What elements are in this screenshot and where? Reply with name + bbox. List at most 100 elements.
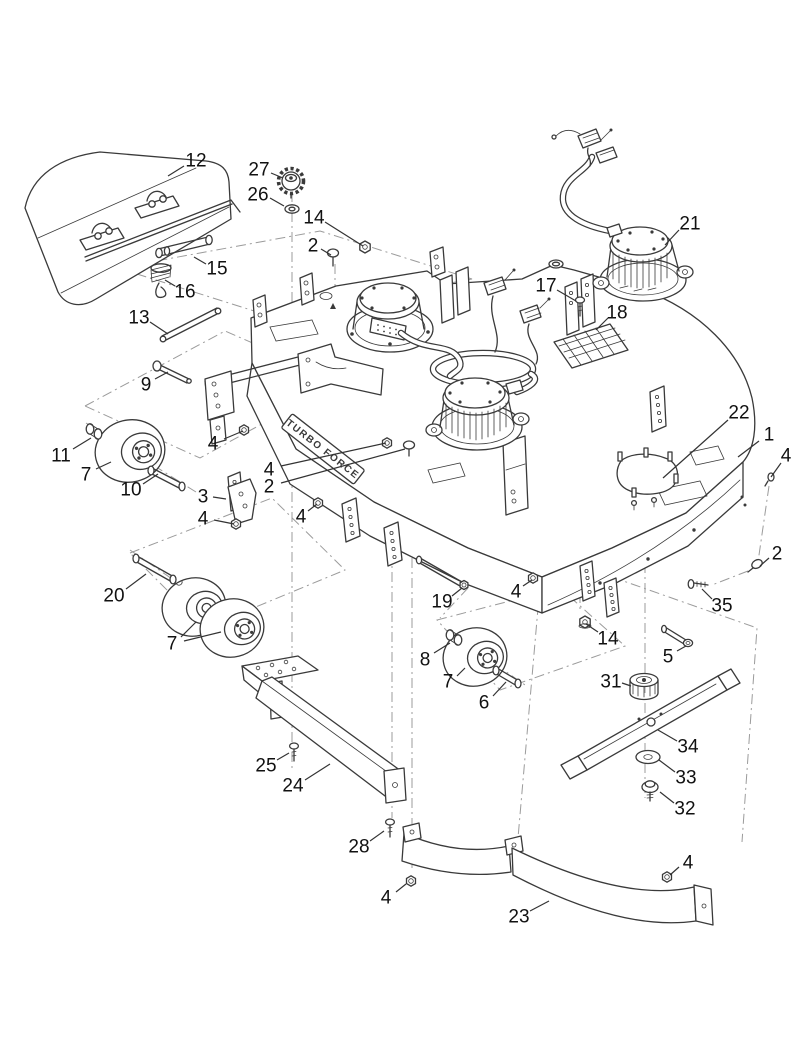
callout-21: 21 bbox=[679, 214, 700, 235]
callout-33: 33 bbox=[675, 768, 696, 789]
rods-and-spring bbox=[150, 234, 222, 384]
spindle-motors bbox=[346, 128, 694, 451]
callout-4: 4 bbox=[208, 434, 219, 455]
callout-35: 35 bbox=[711, 596, 732, 617]
harness-connectors bbox=[483, 268, 551, 365]
leader-line-26 bbox=[269, 197, 285, 207]
leader-line-12 bbox=[167, 165, 185, 177]
leader-line-22 bbox=[662, 419, 729, 479]
callout-34: 34 bbox=[677, 737, 699, 758]
callout-10: 10 bbox=[120, 480, 141, 501]
callout-4: 4 bbox=[511, 582, 522, 603]
callout-16: 16 bbox=[174, 282, 195, 303]
discharge-baffle bbox=[401, 822, 714, 926]
leader-line-3 bbox=[212, 496, 227, 500]
callout-26: 26 bbox=[247, 185, 268, 206]
callout-1: 1 bbox=[764, 425, 775, 446]
callout-17: 17 bbox=[535, 276, 556, 297]
callout-23: 23 bbox=[508, 907, 529, 928]
callout-7: 7 bbox=[81, 465, 92, 486]
callout-9: 9 bbox=[141, 375, 152, 396]
leader-line-13 bbox=[149, 321, 169, 335]
leader-line-4 bbox=[522, 579, 533, 587]
callout-7: 7 bbox=[167, 634, 178, 655]
leader-line-1 bbox=[737, 440, 760, 458]
callout-19: 19 bbox=[431, 592, 452, 613]
leader-line-2 bbox=[759, 557, 770, 567]
leader-line-4 bbox=[770, 462, 782, 478]
leader-line-20 bbox=[125, 573, 147, 590]
callout-14: 14 bbox=[597, 629, 619, 650]
callout-27: 27 bbox=[248, 160, 269, 181]
leader-line-4 bbox=[280, 442, 387, 467]
callout-8: 8 bbox=[420, 650, 431, 671]
leader-line-25 bbox=[276, 752, 290, 761]
motor-rear-left bbox=[346, 282, 434, 353]
leader-line-4 bbox=[307, 503, 318, 512]
callout-2: 2 bbox=[772, 544, 783, 565]
leader-line-15 bbox=[193, 256, 207, 265]
leader-line-4 bbox=[395, 883, 407, 893]
callout-4: 4 bbox=[381, 888, 392, 909]
callout-20: 20 bbox=[103, 586, 124, 607]
callout-12: 12 bbox=[185, 151, 206, 172]
leader-line-17 bbox=[556, 289, 577, 302]
leader-line-8 bbox=[433, 642, 451, 654]
leader-line-7 bbox=[95, 461, 112, 470]
wire-guide-bracket bbox=[616, 447, 679, 511]
leader-line-32 bbox=[659, 791, 675, 804]
leader-line-11 bbox=[72, 437, 92, 450]
leader-line-19 bbox=[451, 587, 463, 597]
leader-line-16 bbox=[164, 279, 176, 287]
leader-line-6 bbox=[492, 681, 507, 697]
callout-11: 11 bbox=[51, 446, 71, 467]
callout-2: 2 bbox=[308, 236, 319, 257]
knob-and-washer bbox=[276, 166, 306, 214]
blade-assembly bbox=[560, 668, 741, 802]
callout-28: 28 bbox=[348, 837, 369, 858]
callout-4: 4 bbox=[683, 853, 694, 874]
leader-line-18 bbox=[595, 317, 609, 331]
wheel-pair-front bbox=[199, 598, 265, 658]
corner-bracket bbox=[227, 478, 257, 525]
wheel-left bbox=[94, 419, 166, 483]
motor-exploded bbox=[551, 128, 694, 302]
leader-line-14 bbox=[324, 221, 364, 247]
leader-line-31 bbox=[621, 682, 632, 687]
callout-13: 13 bbox=[128, 308, 149, 329]
leader-line-23 bbox=[529, 900, 550, 912]
caster-wheels bbox=[85, 419, 522, 689]
leader-line-7 bbox=[183, 631, 222, 642]
leader-line-33 bbox=[658, 759, 676, 773]
callout-6: 6 bbox=[479, 693, 490, 714]
leader-line-35 bbox=[701, 588, 713, 600]
skid-bar bbox=[241, 655, 407, 804]
callout-3: 3 bbox=[198, 487, 209, 508]
leader-line-4 bbox=[669, 866, 680, 876]
callout-24: 24 bbox=[282, 776, 304, 797]
leader-line-4 bbox=[223, 430, 244, 440]
deflector-cover bbox=[24, 151, 241, 306]
callout-4: 4 bbox=[198, 509, 209, 530]
leader-line-10 bbox=[142, 473, 159, 485]
callout-2: 2 bbox=[264, 477, 275, 498]
motor-front-center bbox=[425, 377, 530, 451]
leader-line-14 bbox=[585, 623, 599, 633]
callout-4: 4 bbox=[264, 460, 275, 481]
leader-line-5 bbox=[676, 645, 687, 652]
callout-7: 7 bbox=[443, 672, 454, 693]
callout-32: 32 bbox=[674, 799, 695, 820]
callout-22: 22 bbox=[728, 403, 749, 424]
callout-14: 14 bbox=[303, 208, 325, 229]
leader-line-21 bbox=[664, 229, 680, 246]
leader-line-2 bbox=[320, 248, 332, 256]
leader-line-2 bbox=[280, 448, 406, 484]
leader-line-7 bbox=[180, 621, 197, 638]
callout-4: 4 bbox=[296, 507, 307, 528]
leader-line-28 bbox=[369, 830, 385, 842]
callout-4: 4 bbox=[781, 446, 792, 467]
callout-15: 15 bbox=[206, 259, 227, 280]
